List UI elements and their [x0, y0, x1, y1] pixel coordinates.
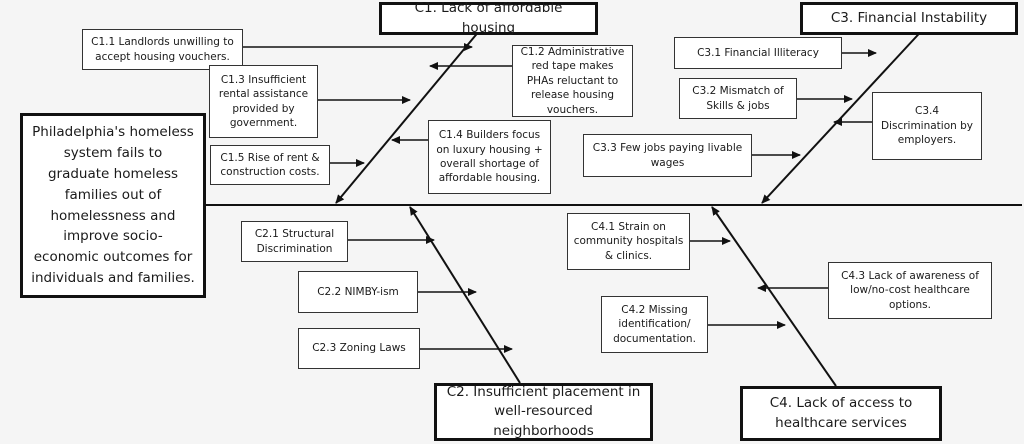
problem-statement: Philadelphia's homeless system fails to …	[20, 113, 206, 298]
cause-c3-1: C3.1 Financial Illiteracy	[674, 37, 842, 69]
cause-c1-4: C1.4 Builders focus on luxury housing + …	[428, 120, 551, 194]
cause-c1-1: C1.1 Landlords unwilling to accept housi…	[82, 29, 243, 70]
cause-c1-2: C1.2 Administrative red tape makes PHAs …	[512, 45, 633, 117]
bone-c4	[711, 206, 837, 387]
category-c3: C3. Financial Instability	[800, 2, 1018, 35]
cause-c4-1: C4.1 Strain on community hospitals & cli…	[567, 213, 690, 270]
category-c1: C1. Lack of affordable housing	[379, 0, 598, 36]
cause-c3-4: C3.4 Discrimination by employers.	[872, 92, 982, 160]
bone-c1	[335, 29, 481, 204]
cause-c1-3: C1.3 Insufficient rental assistance prov…	[209, 65, 318, 138]
category-c2: C2. Insufficient placement in well-resou…	[434, 383, 653, 441]
cause-c2-1: C2.1 Structural Discrimination	[241, 221, 348, 262]
cause-c3-2: C3.2 Mismatch of Skills & jobs	[679, 78, 797, 119]
cause-c3-3: C3.3 Few jobs paying livable wages	[583, 134, 752, 177]
bone-c2	[409, 206, 521, 384]
category-c4: C4. Lack of access to healthcare service…	[740, 386, 942, 441]
cause-c4-3: C4.3 Lack of awareness of low/no-cost he…	[828, 262, 992, 319]
bone-c3	[761, 23, 929, 204]
cause-c2-2: C2.2 NIMBY-ism	[298, 271, 418, 313]
cause-c2-3: C2.3 Zoning Laws	[298, 328, 420, 369]
cause-c4-2: C4.2 Missing identification/ documentati…	[601, 296, 708, 353]
cause-c1-5: C1.5 Rise of rent & construction costs.	[210, 145, 330, 185]
